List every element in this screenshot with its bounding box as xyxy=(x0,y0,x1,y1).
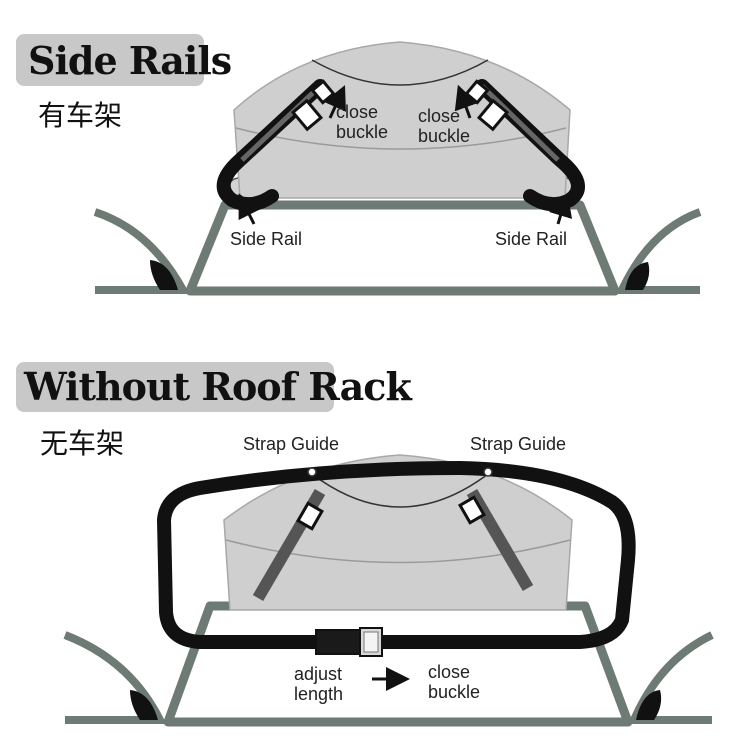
adjust-length-label-line2: length xyxy=(294,684,343,704)
bottom-left-buckle xyxy=(296,501,324,531)
adjust-length-label-line1: adjust xyxy=(294,664,342,684)
bottom-roof-bag xyxy=(223,454,573,611)
side-rails-title: Side Rails xyxy=(28,38,232,83)
left-side-rail-label: Side Rail xyxy=(230,229,302,249)
left-strap-guide xyxy=(307,467,317,477)
around-car-strap-loop xyxy=(157,461,636,649)
side-rails-title-box xyxy=(16,34,204,86)
right-strap-guide xyxy=(483,467,493,477)
top-car-body xyxy=(93,200,702,296)
without-roof-rack-diagram: Strap Guide Strap Guide adjust length cl… xyxy=(63,434,714,727)
without-roof-rack-title-box xyxy=(16,362,334,412)
right-buckle-arrow xyxy=(454,84,478,119)
cam-buckle xyxy=(315,627,383,657)
side-rails-subtitle: 有车架 xyxy=(38,99,123,132)
without-roof-rack-subtitle: 无车架 xyxy=(40,427,125,460)
top-bag-cord xyxy=(311,59,489,86)
without-roof-rack-title: Without Roof Rack xyxy=(24,364,412,409)
bottom-close-buckle-label-line1: close xyxy=(428,662,470,682)
bottom-bag-cord xyxy=(311,473,489,508)
left-buckle-label-line2: buckle xyxy=(336,122,388,142)
bottom-close-buckle-label-line2: buckle xyxy=(428,682,480,702)
right-buckle-label-line1: close xyxy=(418,106,460,126)
left-buckle-label-line1: close xyxy=(336,102,378,122)
left-rail-arrow xyxy=(238,193,261,225)
right-buckle-label-line2: buckle xyxy=(418,126,470,146)
right-rail-arrow xyxy=(549,192,573,225)
right-strap-guide-label: Strap Guide xyxy=(470,434,566,454)
left-strap-guide-label: Strap Guide xyxy=(243,434,339,454)
side-rails-diagram: close buckle close buckle Side Rail Side… xyxy=(93,41,702,296)
right-side-rail-label: Side Rail xyxy=(495,229,567,249)
bottom-right-buckle xyxy=(458,495,486,525)
left-buckle-arrow xyxy=(324,85,346,119)
